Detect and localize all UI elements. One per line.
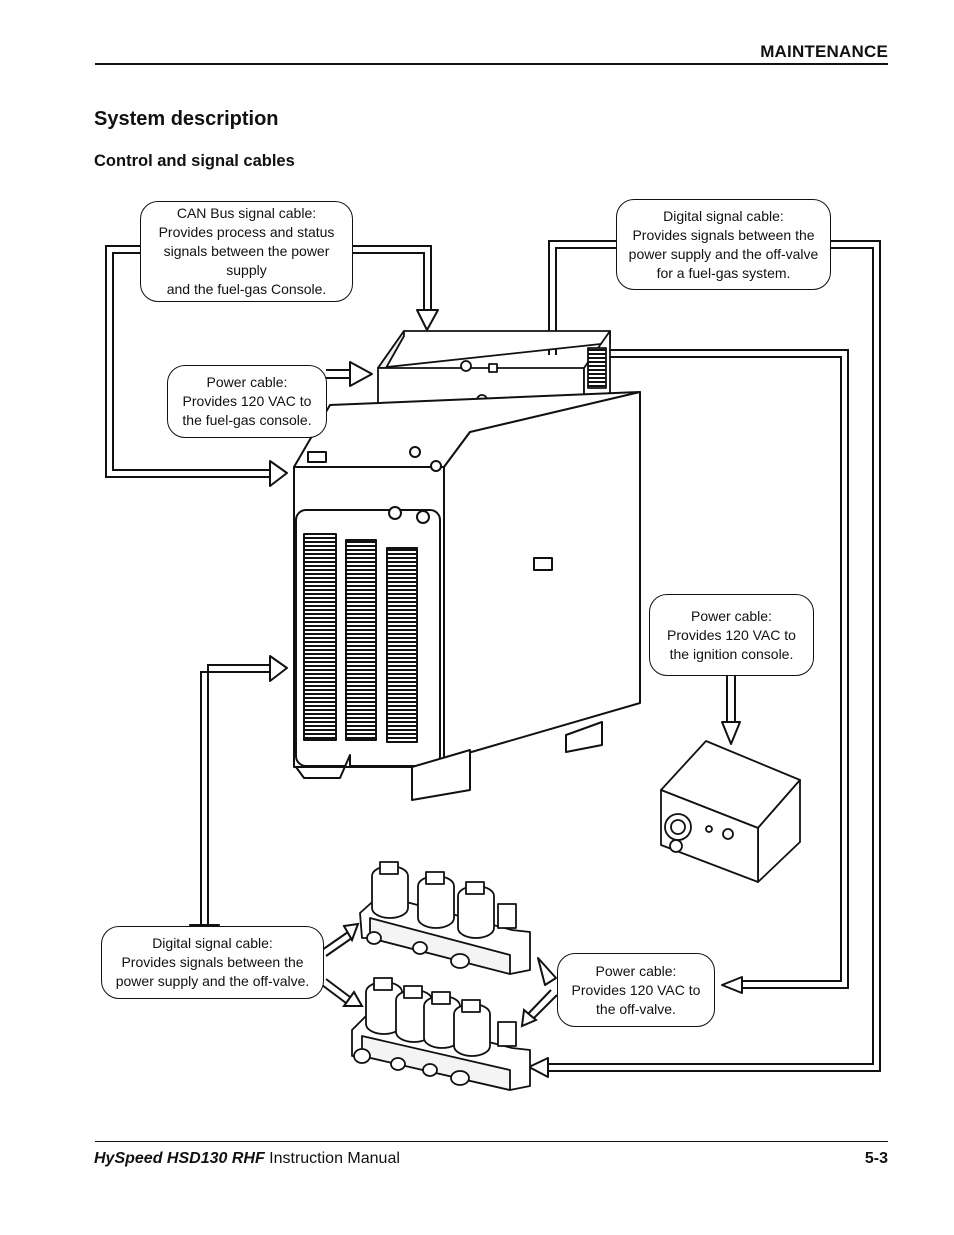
- callout-digital-signal-cable-top: Digital signal cable: Provides signals b…: [616, 199, 831, 290]
- callout-line: and the fuel-gas Console.: [166, 281, 327, 297]
- off-valve-upper: [359, 861, 531, 975]
- callout-line: Provides 120 VAC to: [667, 626, 796, 643]
- callout-line: Power cable:: [206, 374, 288, 390]
- header-divider: [95, 63, 888, 65]
- callout-line: for a fuel-gas system.: [656, 264, 791, 281]
- callout-line: Provides process and status: [158, 224, 335, 240]
- callout-can-bus-cable: CAN Bus signal cable: Provides process a…: [140, 201, 353, 302]
- callout-line: power supply and the off-valve: [628, 245, 819, 262]
- callout-line: Digital signal cable:: [663, 207, 784, 224]
- callout-digital-signal-cable-bottom: Digital signal cable: Provides signals b…: [101, 926, 324, 999]
- section-header: MAINTENANCE: [760, 42, 888, 61]
- subsection-title: Control and signal cables: [94, 152, 295, 170]
- callout-line: Digital signal cable:: [152, 935, 273, 951]
- callout-line: the fuel-gas console.: [182, 412, 312, 428]
- callout-line: the ignition console.: [669, 645, 794, 662]
- callout-power-cable-ignition: Power cable: Provides 120 VAC to the ign…: [649, 594, 814, 676]
- callout-line: Provides 120 VAC to: [571, 981, 701, 998]
- ignition-console: [660, 740, 801, 883]
- page-number: 5-3: [864, 1150, 888, 1167]
- callout-line: Provides signals between the: [121, 954, 304, 970]
- cable-arrowheads: [189, 309, 743, 1078]
- callout-power-cable-fuel-gas: Power cable: Provides 120 VAC to the fue…: [167, 365, 327, 438]
- callout-line: signals between the power supply: [163, 243, 330, 278]
- footer-divider: [95, 1141, 888, 1142]
- off-valve-lower: [351, 977, 531, 1091]
- callout-line: Power cable:: [595, 962, 677, 979]
- callout-power-cable-off-valve: Power cable: Provides 120 VAC to the off…: [557, 953, 715, 1027]
- callout-line: Provides 120 VAC to: [182, 393, 312, 409]
- callout-line: power supply and the off-valve.: [115, 973, 310, 989]
- footer-manual-label: Instruction Manual: [264, 1150, 400, 1167]
- callout-line: Power cable:: [691, 607, 772, 624]
- footer-manual-title: HySpeed HSD130 RHF Instruction Manual: [94, 1150, 400, 1168]
- cable-lines: [105, 240, 881, 1072]
- footer-brand: HySpeed HSD130 RHF: [94, 1150, 265, 1167]
- callout-line: the off-valve.: [596, 1000, 676, 1017]
- page-title: System description: [94, 108, 279, 130]
- callout-line: CAN Bus signal cable:: [176, 205, 317, 221]
- callout-line: Provides signals between the: [632, 226, 815, 243]
- power-supply: [293, 391, 641, 801]
- valve-arrows: [321, 922, 558, 1028]
